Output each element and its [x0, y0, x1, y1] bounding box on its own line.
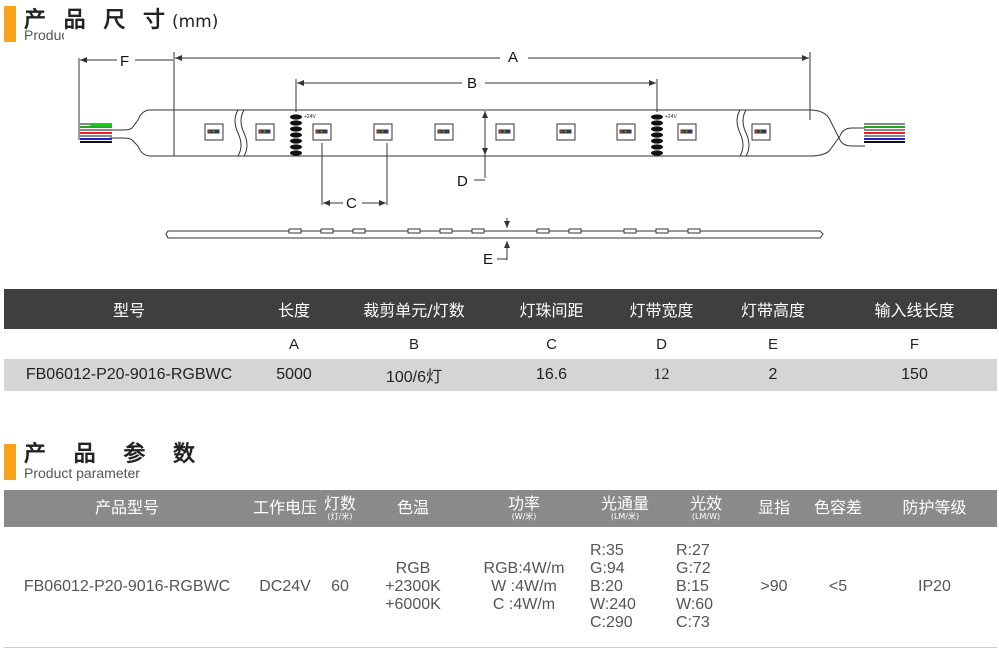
value-width: 12: [609, 359, 714, 391]
header-luminous-flux: 光通量(LM/米): [582, 490, 668, 527]
header-sdcm: 色容差: [804, 490, 872, 527]
letter-cell: C: [494, 329, 609, 359]
dim-label-d: D: [457, 173, 468, 190]
header-cri: 显指: [744, 490, 804, 527]
accent-bar: [4, 444, 16, 480]
value-product-model: FB06012-P20-9016-RGBWC: [4, 527, 250, 648]
dim-label-f: F: [120, 53, 129, 70]
parameter-table: 产品型号 工作电压 灯数(灯/米) 色温 功率(W/米) 光通量(LM/米) 光…: [4, 490, 997, 648]
section-subtitle: Product size: [24, 27, 64, 43]
parameter-header-row: 产品型号 工作电压 灯数(灯/米) 色温 功率(W/米) 光通量(LM/米) 光…: [4, 490, 997, 527]
dimensions-header-row: 型号 长度 裁剪单元/灯数 灯珠间距 灯带宽度 灯带高度 输入线长度: [4, 289, 997, 329]
header-wire-length: 输入线长度: [832, 289, 997, 329]
section-title: 产 品 参 数: [24, 442, 205, 467]
value-length: 5000: [254, 359, 334, 391]
header-led-pitch: 灯珠间距: [494, 289, 609, 329]
dim-label-a: A: [508, 49, 518, 66]
letter-cell: [4, 329, 254, 359]
header-efficacy: 光效(LM/W): [668, 490, 744, 527]
header-model: 型号: [4, 289, 254, 329]
value-height: 2: [714, 359, 832, 391]
section-subtitle: Product parameter: [24, 465, 140, 481]
value-cri: >90: [744, 527, 804, 648]
dimensions-table: 型号 长度 裁剪单元/灯数 灯珠间距 灯带宽度 灯带高度 输入线长度 A B C…: [4, 289, 997, 391]
dim-label-e: E: [483, 251, 493, 268]
value-voltage: DC24V: [250, 527, 320, 648]
header-led-count: 灯数(灯/米): [320, 490, 360, 527]
header-length: 长度: [254, 289, 334, 329]
section-header-parameter: 产 品 参 数 Product parameter: [4, 438, 324, 484]
parameter-value-row: FB06012-P20-9016-RGBWC DC24V 60 RGB +230…: [4, 527, 997, 648]
section-header-size: 产 品 尺 寸(mm) Product size: [4, 0, 324, 48]
value-power: RGB:4W/m W :4W/m C :4W/m: [466, 527, 582, 648]
letter-cell: E: [714, 329, 832, 359]
value-wire-length: 150: [832, 359, 997, 391]
header-ip-rating: 防护等级: [872, 490, 997, 527]
header-cct: 色温: [360, 490, 466, 527]
header-cut-unit: 裁剪单元/灯数: [334, 289, 494, 329]
dim-label-b: B: [467, 75, 477, 92]
value-sdcm: <5: [804, 527, 872, 648]
value-cct: RGB +2300K +6000K: [360, 527, 466, 648]
header-product-model: 产品型号: [4, 490, 250, 527]
voltage-mark-right: +24V: [665, 114, 677, 120]
letter-cell: A: [254, 329, 334, 359]
value-ip-rating: IP20: [872, 527, 997, 648]
letter-cell: B: [334, 329, 494, 359]
letter-cell: F: [832, 329, 997, 359]
value-led-pitch: 16.6: [494, 359, 609, 391]
strip-dimension-diagram: F A B C D E +24V +24V: [78, 49, 905, 268]
header-power: 功率(W/米): [466, 490, 582, 527]
dimensions-value-row: FB06012-P20-9016-RGBWC 5000 100/6灯 16.6 …: [4, 359, 997, 391]
value-efficacy: R:27 G:72 B:15 W:60 C:73: [668, 527, 744, 648]
value-cut-unit: 100/6灯: [334, 359, 494, 391]
header-voltage: 工作电压: [250, 490, 320, 527]
letter-cell: D: [609, 329, 714, 359]
accent-bar: [4, 6, 16, 42]
voltage-mark-left: +24V: [304, 114, 316, 120]
dim-label-c: C: [346, 195, 357, 212]
header-width: 灯带宽度: [609, 289, 714, 329]
section-title: 产 品 尺 寸(mm): [24, 8, 219, 33]
value-luminous-flux: R:35 G:94 B:20 W:240 C:290: [582, 527, 668, 648]
header-height: 灯带高度: [714, 289, 832, 329]
dimensions-letter-row: A B C D E F: [4, 329, 997, 359]
value-led-count: 60: [320, 527, 360, 648]
value-model: FB06012-P20-9016-RGBWC: [4, 359, 254, 391]
